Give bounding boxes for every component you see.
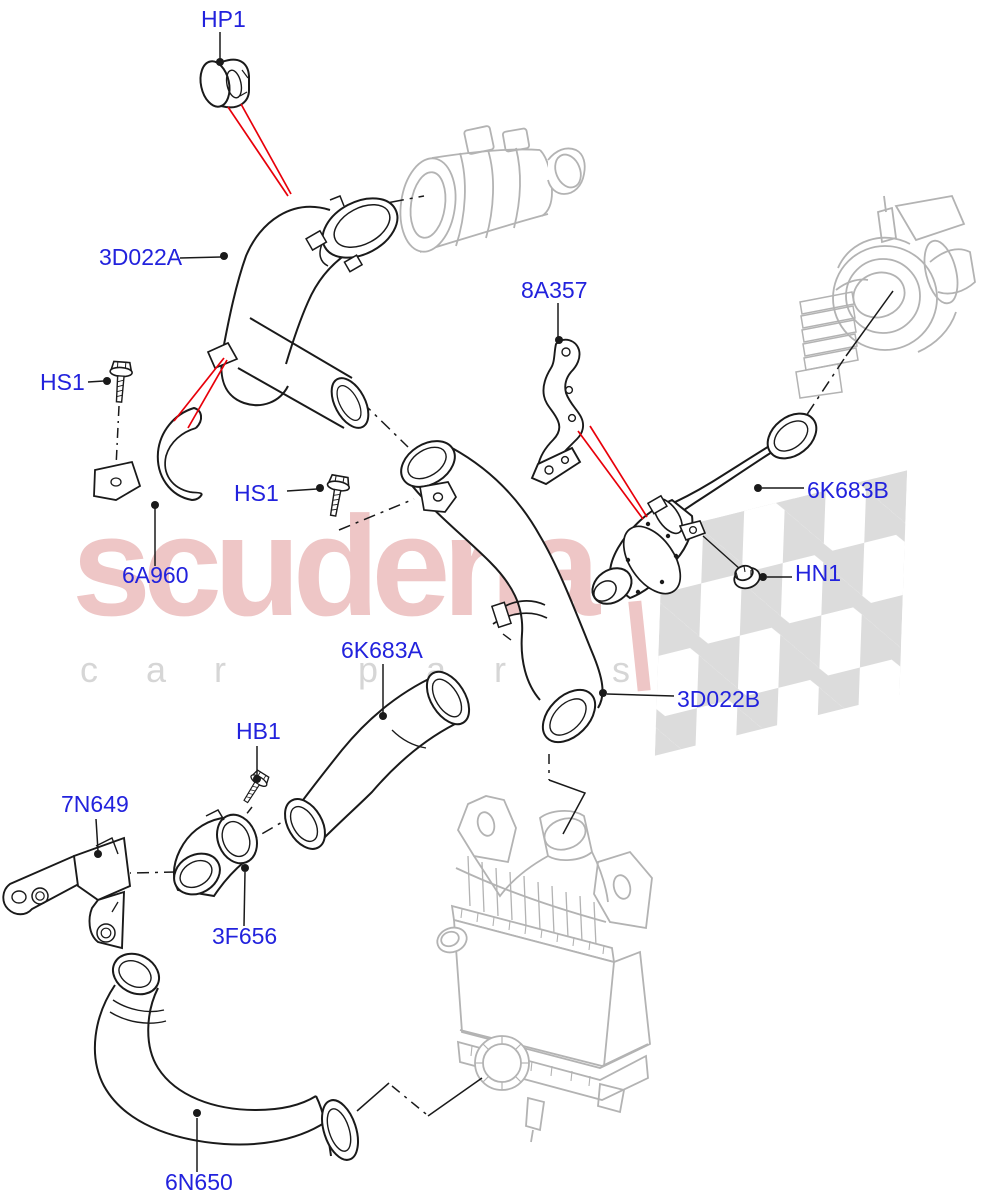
hose-6k683a-art [284, 670, 471, 850]
part-label-hp1[interactable]: HP1 [201, 6, 246, 32]
clamp-hp1-art [199, 58, 250, 109]
clamp-6a960-art [156, 406, 203, 502]
part-label-6k683b[interactable]: 6K683B [807, 477, 889, 503]
red-callout-lines [173, 103, 648, 520]
part-label-6a960[interactable]: 6A960 [122, 562, 189, 588]
part-label-8a357[interactable]: 8A357 [521, 277, 588, 303]
part-label-hs1-lower[interactable]: HS1 [234, 480, 279, 506]
part-label-hn1[interactable]: HN1 [795, 560, 842, 586]
turbocharger-reference-art [795, 194, 976, 399]
part-label-7n649[interactable]: 7N649 [61, 791, 129, 817]
duct-3d022a-art [206, 195, 399, 429]
nut-hn1-art [733, 564, 761, 590]
label-leader-lines [87, 32, 804, 1172]
bolt-hs1-lower-art [321, 473, 352, 519]
bolt-hb1-art [237, 768, 272, 807]
intercooler-reference-art [436, 795, 653, 1143]
bracket-8a357-art [530, 338, 585, 486]
bolt-hs1-upper-art [107, 360, 134, 404]
pipe-3d022b-art [400, 440, 604, 744]
part-label-hb1[interactable]: HB1 [236, 718, 281, 744]
part-label-3f656[interactable]: 3F656 [212, 923, 278, 949]
part-label-6n650[interactable]: 6N650 [165, 1169, 233, 1195]
part-label-hs1-upper[interactable]: HS1 [40, 369, 85, 395]
hose-6n650-art [93, 952, 359, 1161]
bracket-hs1-art [93, 460, 142, 501]
label-leader-dots [94, 58, 767, 1117]
part-label-3d022a[interactable]: 3D022A [99, 244, 183, 270]
part-label-3d022b[interactable]: 3D022B [677, 686, 761, 712]
pipe-6k683b-art [591, 412, 818, 605]
elbow-3f656-art [173, 809, 258, 898]
bracket-7n649-art [2, 836, 132, 950]
part-label-6k683a[interactable]: 6K683A [341, 637, 423, 663]
air-cleaner-reference-art [399, 125, 586, 253]
